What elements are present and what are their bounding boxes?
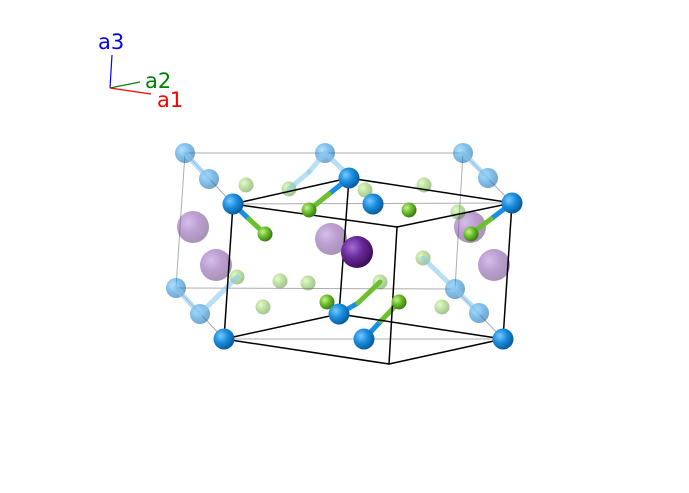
atom-blue	[492, 328, 514, 350]
cell-edge	[223, 203, 234, 340]
cell-edge	[502, 202, 513, 340]
cell-edge	[232, 203, 398, 228]
atom-green	[301, 202, 317, 218]
atom-blue	[338, 167, 360, 189]
atom-green-faded	[272, 273, 288, 289]
atom-purple	[341, 236, 373, 268]
axis-label-a2: a2	[145, 69, 171, 93]
faded-atoms	[166, 143, 510, 324]
atom-green-faded	[300, 275, 316, 291]
axis-label-a1: a1	[157, 88, 183, 112]
axis-indicator: a3 a2 a1	[98, 30, 183, 112]
bond	[355, 279, 383, 306]
atom-green-faded	[255, 299, 271, 315]
bond-faded	[306, 150, 328, 175]
cell-edge	[388, 338, 504, 365]
cell-edge	[223, 338, 390, 365]
bond-faded	[173, 285, 203, 317]
atom-green	[401, 202, 417, 218]
atom-purple-faded	[177, 211, 209, 243]
atom-purple-faded	[200, 249, 232, 281]
bond-faded	[322, 150, 346, 173]
atom-green-faded	[238, 177, 254, 193]
atom-blue	[501, 192, 523, 214]
bond-faded	[197, 274, 240, 317]
axis-a3	[109, 54, 113, 89]
atom-blue	[328, 303, 350, 325]
bond-faded	[420, 255, 458, 292]
atom-blue	[222, 193, 244, 215]
atoms	[213, 167, 523, 350]
bond-faded	[182, 150, 212, 182]
cell-edge	[348, 177, 513, 204]
bond-faded	[452, 286, 482, 316]
atom-blue	[213, 328, 235, 350]
bond-faded	[460, 150, 491, 181]
atom-green-faded	[450, 204, 466, 220]
front-unit-cell	[223, 177, 513, 365]
atom-purple-faded	[478, 249, 510, 281]
axis-a2	[109, 81, 141, 89]
atom-blue	[353, 328, 375, 350]
cell-edge-back	[175, 287, 456, 290]
cell-edge	[338, 313, 504, 340]
atom-green-faded	[434, 299, 450, 315]
cell-edge	[388, 226, 398, 365]
bond-faded	[286, 169, 312, 192]
cell-edge	[396, 202, 513, 228]
atom-green	[319, 294, 335, 310]
axis-label-a3: a3	[98, 30, 124, 54]
cell-edge	[232, 177, 350, 205]
axis-a1	[109, 87, 152, 95]
cell-edge	[223, 313, 340, 340]
atom-blue	[362, 193, 384, 215]
atom-green-faded	[357, 182, 373, 198]
atom-green	[391, 294, 407, 310]
atom-green	[463, 226, 479, 242]
atom-green	[257, 226, 273, 242]
atom-purple-faded	[315, 223, 347, 255]
